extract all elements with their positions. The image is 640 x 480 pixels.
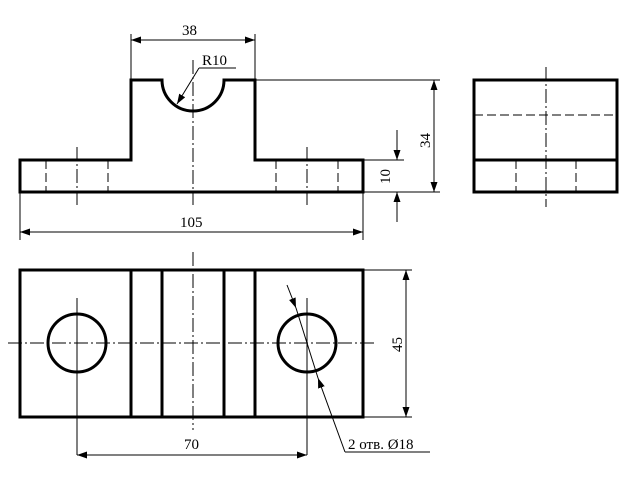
dimension-34: 34	[256, 79, 440, 193]
side-view	[472, 67, 619, 207]
dimension-105: 105	[19, 192, 364, 240]
dimension-34-label: 34	[418, 133, 434, 149]
hole-note-leader: 2 отв. Ø18	[286, 284, 430, 453]
radius-label: R10	[202, 53, 227, 69]
dimension-45-label: 45	[390, 337, 406, 352]
dimension-45: 45	[363, 269, 412, 418]
radius-leader: R10	[176, 53, 236, 105]
top-view	[8, 252, 376, 455]
dimension-70-label: 70	[184, 437, 199, 453]
front-view	[18, 60, 365, 205]
dimension-38: 38	[130, 23, 256, 80]
dimension-105-label: 105	[180, 215, 203, 231]
dimension-10: 10	[256, 130, 404, 222]
dimension-70: 70	[77, 437, 307, 459]
holes-note: 2 отв. Ø18	[348, 437, 414, 453]
dimension-10-label: 10	[378, 169, 394, 184]
front-view-outline	[18, 78, 365, 194]
dimension-38-label: 38	[182, 23, 197, 39]
